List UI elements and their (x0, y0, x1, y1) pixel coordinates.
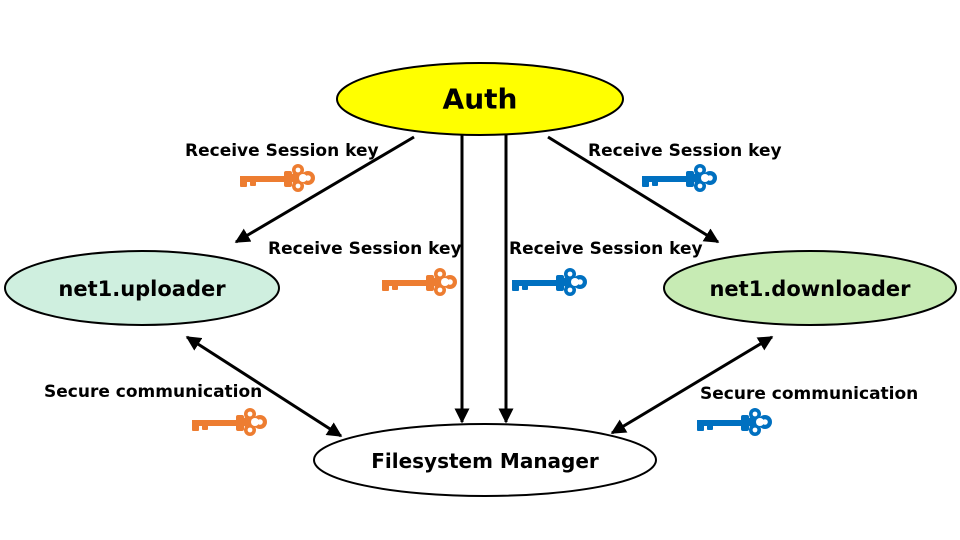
label-downloader-filesystem: Secure communication (700, 384, 918, 404)
auth-ellipse (336, 62, 624, 136)
orange-key-icon (240, 164, 315, 192)
edges (185, 133, 774, 438)
label-auth-to-filesystem-blue: Receive Session key (509, 239, 703, 259)
label-auth-to-uploader: Receive Session key (185, 141, 379, 161)
filesystem-ellipse (313, 423, 657, 497)
uploader-ellipse (4, 250, 280, 326)
label-auth-to-downloader: Receive Session key (588, 141, 782, 161)
edge-uploader-filesystem (185, 335, 343, 438)
filesystem-label: Filesystem Manager (371, 449, 599, 473)
node-uploader: net1.uploader (4, 250, 280, 326)
node-filesystem: Filesystem Manager (313, 423, 657, 497)
orange-key-icon (382, 268, 457, 296)
edge-auth-to-uploader (234, 135, 415, 244)
blue-key-icon (697, 408, 772, 436)
blue-key-icon (512, 268, 587, 296)
node-downloader: net1.downloader (663, 250, 957, 326)
orange-key-icon (192, 408, 267, 436)
downloader-ellipse (663, 250, 957, 326)
node-auth: Auth (336, 62, 624, 136)
uploader-label: net1.uploader (58, 277, 226, 301)
auth-label: Auth (443, 83, 518, 116)
blue-key-icon (642, 164, 717, 192)
label-auth-to-filesystem-orange: Receive Session key (268, 239, 462, 259)
label-uploader-filesystem: Secure communication (44, 382, 262, 402)
edge-downloader-filesystem (610, 335, 774, 435)
downloader-label: net1.downloader (709, 277, 911, 301)
edge-auth-to-downloader (547, 135, 720, 244)
